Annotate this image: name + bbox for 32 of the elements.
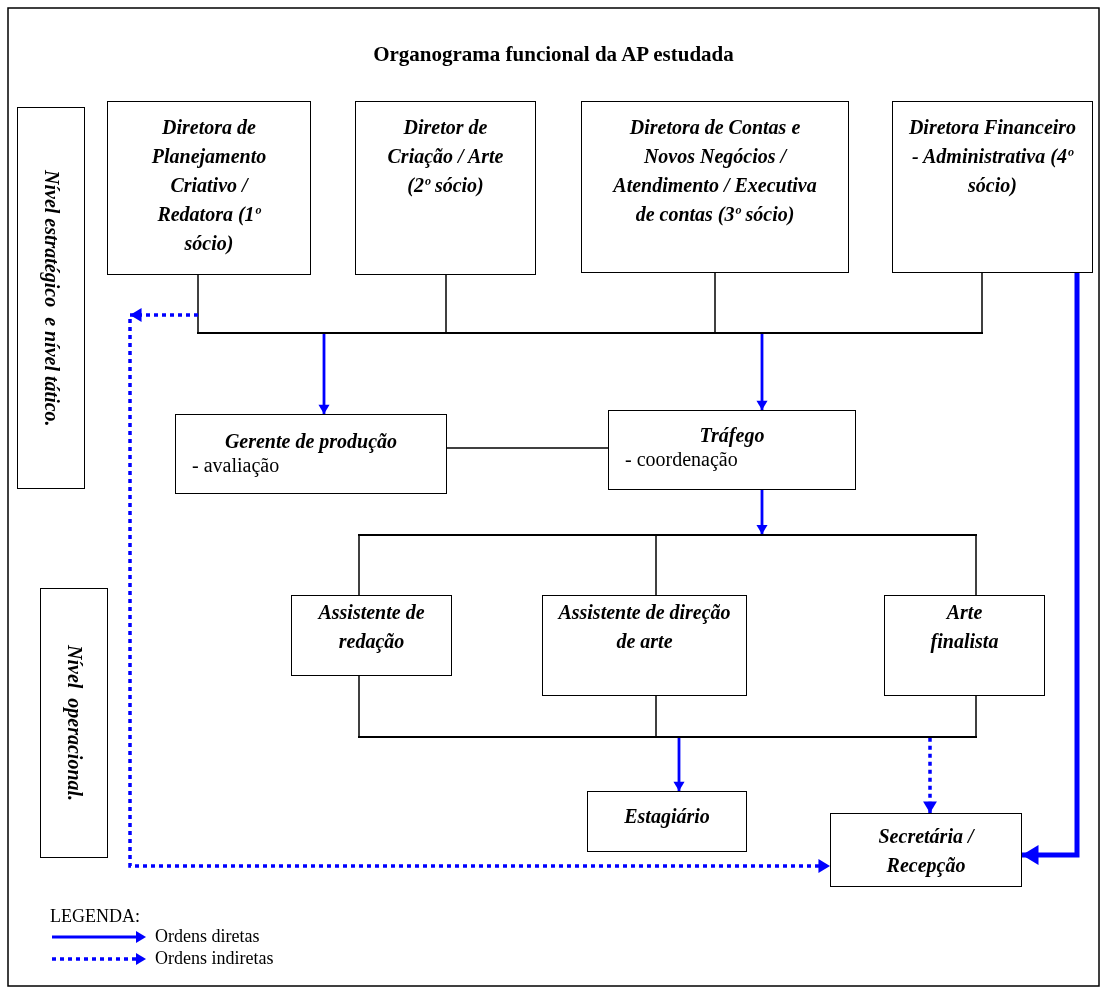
- role-box: [175, 414, 447, 494]
- role-box: [587, 791, 747, 852]
- role-title: Assistente de redação: [316, 600, 426, 655]
- role-box: [892, 101, 1093, 273]
- role-title: Assistente de direção de arte: [557, 600, 732, 654]
- role-title: Diretor de Criação / Arte (2º sócio): [386, 115, 505, 199]
- role-box: [581, 101, 849, 273]
- role-box: [830, 813, 1022, 887]
- role-title: Secretária / Recepção: [877, 824, 976, 879]
- legend-text: Ordens indiretas: [155, 948, 274, 969]
- role-description: - avaliação: [191, 453, 280, 477]
- role-title: Nível estratégico e nível tático.: [39, 169, 64, 427]
- level-band: [40, 588, 108, 858]
- level-band: [17, 107, 85, 489]
- role-box: [355, 101, 536, 275]
- role-title: Arte finalista: [929, 600, 1000, 655]
- diagram-title: Organograma funcional da AP estudada: [372, 42, 735, 67]
- role-box: [542, 595, 747, 696]
- role-title: Diretora Financeiro - Administrativa (4º sócio): [907, 115, 1078, 198]
- role-box: [291, 595, 452, 676]
- role-title: Tráfego: [699, 423, 765, 447]
- role-title: Diretora de Planejamento Criativo / Redatora (1º sócio): [150, 115, 268, 257]
- role-title: Estagiário: [624, 804, 710, 830]
- role-title: Nível operacional.: [62, 644, 87, 802]
- legend-text: Ordens diretas: [155, 926, 260, 947]
- legend-heading: LEGENDA:: [50, 906, 140, 927]
- role-title: Diretora de Contas e Novos Negócios / Atendimento / Executiva de contas (3º sócio): [611, 115, 818, 228]
- role-title: Gerente de produção: [224, 429, 398, 453]
- role-box: [107, 101, 311, 275]
- role-description: - coordenação: [624, 447, 738, 471]
- role-box: [884, 595, 1045, 696]
- role-box: [608, 410, 856, 490]
